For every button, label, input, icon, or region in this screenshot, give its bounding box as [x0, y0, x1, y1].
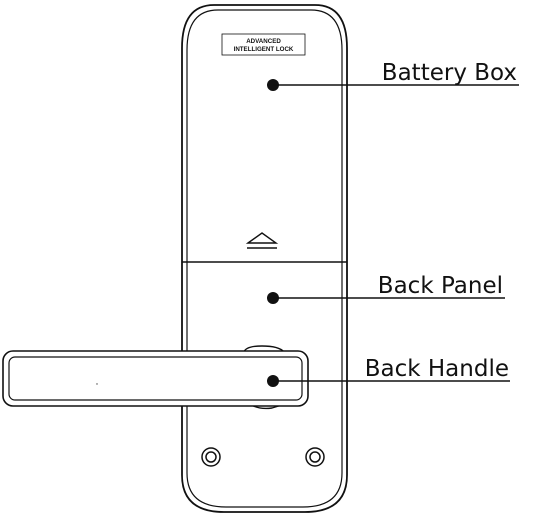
screw-icon-right	[305, 447, 325, 467]
lever-handle	[2, 350, 309, 407]
callout-battery-box: Battery Box	[267, 60, 519, 91]
brand-plate: ADVANCED INTELLIGENT LOCK	[221, 33, 306, 56]
lock-body-inner	[186, 9, 343, 508]
callout-battery-box-label: Battery Box	[382, 60, 517, 86]
callout-back-panel: Back Panel	[267, 273, 505, 304]
callout-back-handle: Back Handle	[267, 356, 510, 387]
brand-plate-line2: INTELLIGENT LOCK	[234, 46, 294, 53]
handle-rose	[243, 345, 285, 353]
callout-back-handle-label: Back Handle	[365, 356, 509, 382]
eject-arrow-icon	[245, 232, 279, 249]
brand-plate-line1: ADVANCED	[246, 38, 281, 45]
lock-body-outer	[181, 4, 348, 513]
callout-back-panel-label: Back Panel	[378, 273, 503, 299]
screw-icon-left	[201, 447, 221, 467]
